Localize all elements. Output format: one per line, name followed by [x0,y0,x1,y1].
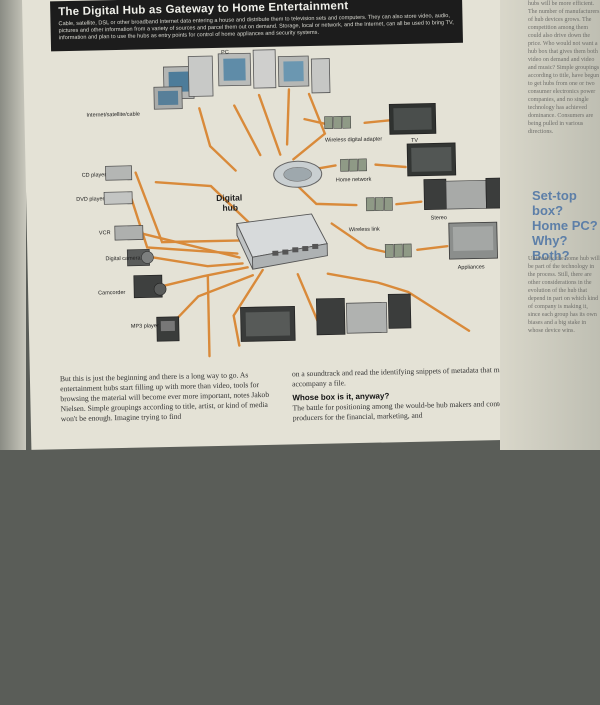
connector-pc-2 [257,93,282,156]
digital-hub-diagram: Internet/satellite/cable Wireless digita… [76,49,509,358]
digital-camera-device [126,249,154,267]
connector-stereo-bottom [326,272,471,332]
connector-adapter [303,117,326,125]
mp3-player-device [156,316,180,342]
bottom-stereo-device [315,293,412,336]
pc-tower-2 [252,49,277,89]
wireless-link-adapter [365,196,393,212]
label-home-network: Home network [336,177,372,184]
magazine-page: The Digital Hub as Gateway to Home Enter… [22,0,552,450]
connector-vcr [140,232,241,259]
tv2-device [406,142,457,177]
connector-pc-1 [233,104,262,157]
label-internet: Internet/satellite/cable [86,112,140,119]
connector-down-left [206,274,211,358]
connector-camcorder [156,266,249,289]
pc-tower-3 [310,58,331,94]
stereo-device [423,177,509,210]
pc-screen-4 [157,90,179,106]
label-digital: Digital [216,192,242,203]
label-mp3-player: MP3 player [131,323,159,330]
appliance-device [448,221,498,260]
network-adapter-device [340,158,367,172]
camcorder-device [133,274,167,299]
connector-appliances [416,244,449,251]
appliance-adapter [384,243,412,258]
label-camcorder: Camcorder [98,290,125,297]
connector-camera [151,256,244,268]
connector-speakers [296,273,321,326]
right-page [500,0,600,450]
article-col2-paragraph-2: The battle for positioning among the wou… [292,398,509,423]
connector-mp3 [177,274,255,318]
label-stereo: Stereo [431,215,447,221]
label-wireless-link: Wireless link [349,227,380,234]
sidebar-text-bottom: Ultimately, the home hub will be part of… [528,256,600,334]
tv-device [388,102,437,135]
connector-pc-3 [285,88,291,146]
label-wireless-adapter: Wireless digital adapter [325,136,382,143]
connector-tv [363,119,391,125]
connector-wireless-link [330,222,389,254]
article-body: But this is just the beginning and there… [60,364,531,449]
label-pc: PC [221,50,229,56]
label-tv: TV [411,138,418,144]
dvd-player-device [103,191,133,205]
connector-tv2 [374,163,407,169]
article-column-1: But this is just the beginning and there… [59,370,270,424]
connector-dvd [129,196,239,255]
vcr-device [114,225,144,241]
left-page-edge [0,0,26,450]
sidebar-text-top: hubs will be more efficient. The number … [528,1,600,135]
bottom-monitor-device [240,305,296,342]
connector-monitor [232,268,264,347]
connector-pc-4 [292,92,327,161]
digital-hub-box [236,213,328,270]
connector-lines [129,88,471,358]
article-column-2: on a soundtrack and read the identifying… [292,365,513,424]
wireless-adapter-device [324,115,352,129]
label-appliances: Appliances [458,264,485,271]
home-network-ring [273,160,323,188]
pc-tower-1 [187,55,214,97]
pc-cluster [153,49,331,110]
connector-wireless [294,183,358,207]
label-hub: hub [222,203,238,213]
pc-screen-3 [283,61,304,82]
connector-stereo [395,200,423,206]
label-digital-camera: Digital camera [105,256,141,263]
label-dvd-player: DVD player [76,196,104,203]
article-col2-paragraph: on a soundtrack and read the identifying… [291,364,507,389]
sidebar-heading: Set-top box? Home PC? Why? Both? [532,188,598,263]
connector-cd [134,171,244,244]
connector-internet [198,107,237,172]
label-vcr: VCR [99,230,111,236]
connector-internet-left [154,181,253,227]
pc-screen-2 [223,58,246,81]
label-cd-player: CD player [82,172,107,179]
cd-player-device [105,165,133,181]
